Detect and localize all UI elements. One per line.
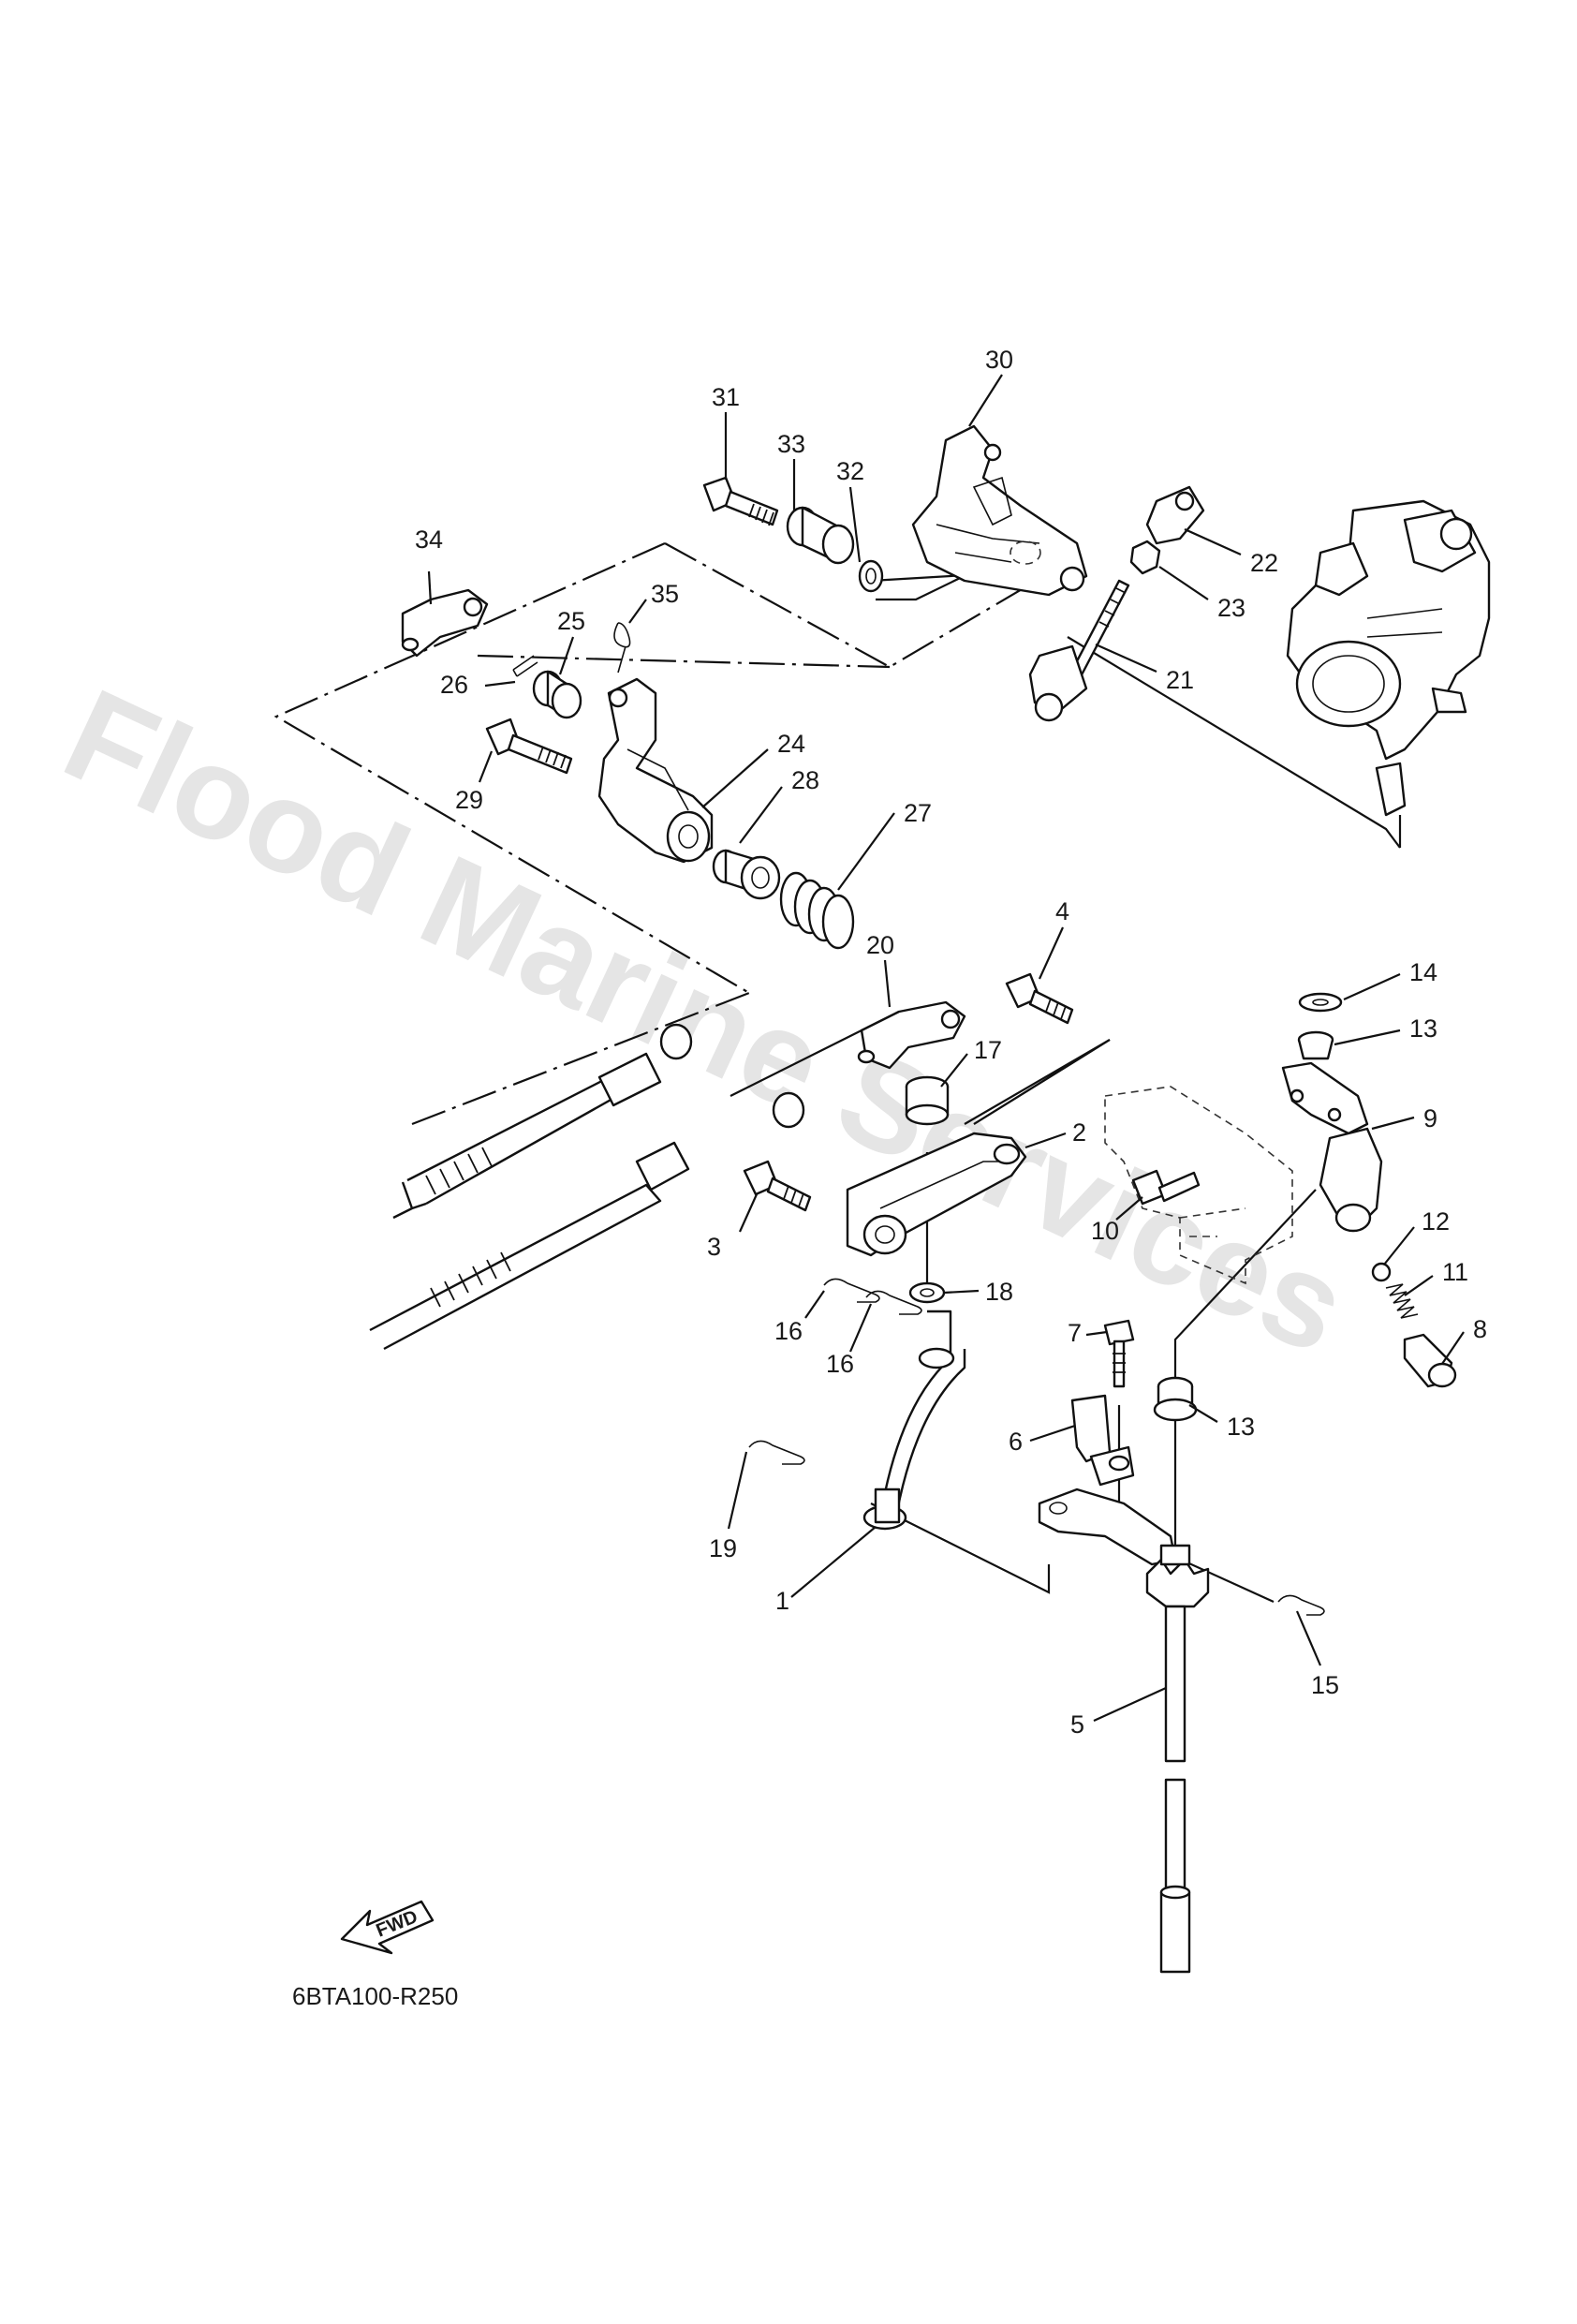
callout-35: 35: [651, 580, 679, 608]
cable-nuts: [659, 1023, 805, 1129]
part-6-switch: [1070, 1394, 1135, 1487]
part-26-pin: [512, 655, 538, 677]
callout-14: 14: [1409, 958, 1437, 986]
part-20-joint: [857, 1000, 966, 1070]
diagram-code: 6BTA100-R250: [292, 1982, 458, 2010]
part-11-spring: [1385, 1283, 1419, 1319]
part-16-clips: [823, 1278, 922, 1315]
callout-31: 31: [712, 383, 740, 411]
watermark: Flood Marine Services: [44, 660, 1367, 1382]
callout-26: 26: [440, 671, 468, 699]
callout-10: 10: [1091, 1217, 1119, 1245]
callout-12: 12: [1422, 1207, 1450, 1236]
callout-2: 2: [1072, 1118, 1086, 1147]
callout-23: 23: [1217, 594, 1245, 622]
callout-16-a: 16: [774, 1317, 803, 1345]
shift-lever-plate: [1038, 1488, 1210, 1608]
part-29-bolt: [485, 718, 573, 775]
callout-1: 1: [775, 1587, 789, 1615]
part-1-shift-arm: [862, 1310, 966, 1531]
part-28-bushing: [712, 849, 781, 900]
part-2-link: [846, 1132, 1027, 1257]
callout-11: 11: [1442, 1258, 1468, 1286]
callout-22: 22: [1250, 549, 1278, 577]
part-10-bolt: [1131, 1169, 1201, 1206]
part-7-screw: [1103, 1319, 1135, 1388]
part-22-joint: [1145, 485, 1205, 545]
callout-3: 3: [707, 1233, 721, 1261]
part-21-rod: [1028, 579, 1130, 722]
part-3-bolt: [743, 1160, 812, 1212]
part-24-lever: [597, 677, 714, 864]
callout-29: 29: [455, 786, 483, 814]
callout-28: 28: [791, 766, 819, 794]
throttle-cable: [392, 1052, 662, 1220]
callout-leaders: [427, 374, 1465, 1723]
callout-17: 17: [974, 1036, 1002, 1064]
throttle-body: [1286, 499, 1491, 817]
part-35-clip: [613, 622, 631, 674]
part-32-washer: [858, 559, 884, 593]
part-12-ball: [1371, 1262, 1392, 1282]
callout-8: 8: [1473, 1315, 1487, 1343]
part-13-bushing-upper: [1297, 1030, 1334, 1060]
callout-7: 7: [1068, 1319, 1082, 1347]
part-14-washer: [1298, 992, 1343, 1013]
part-4-bolt: [1005, 972, 1074, 1025]
part-33-spacer: [786, 506, 855, 565]
callout-20: 20: [866, 931, 894, 959]
callout-6: 6: [1009, 1428, 1023, 1456]
part-18-washer: [908, 1281, 946, 1304]
part-15-clip: [1277, 1594, 1325, 1616]
callout-24: 24: [777, 730, 805, 758]
part-31-bolt: [702, 476, 779, 526]
callout-30: 30: [985, 346, 1013, 374]
callout-4: 4: [1055, 897, 1069, 925]
callout-25: 25: [557, 607, 585, 635]
part-30-bracket: [911, 424, 1088, 597]
callout-32: 32: [836, 457, 864, 485]
callout-13-lower: 13: [1227, 1413, 1255, 1441]
callout-21: 21: [1166, 666, 1194, 694]
part-27-spring: [779, 871, 855, 950]
callout-27: 27: [904, 799, 932, 827]
callout-9: 9: [1423, 1104, 1437, 1132]
callout-33: 33: [777, 430, 805, 458]
fwd-arrow: FWD: [340, 1900, 435, 1955]
callout-5: 5: [1070, 1710, 1084, 1739]
part-9-lever: [1281, 1061, 1383, 1233]
part-25-collar: [532, 670, 582, 719]
part-19-clip: [748, 1440, 805, 1465]
part-34-joint: [401, 588, 489, 658]
callout-34: 34: [415, 525, 443, 554]
ghost-bracket: [1104, 1086, 1293, 1285]
part-13-bushing-lower: [1153, 1376, 1198, 1422]
part-17-bushing: [905, 1075, 950, 1126]
shift-cable: [369, 1141, 690, 1351]
callout-15: 15: [1311, 1671, 1339, 1699]
part-23-nut: [1129, 540, 1161, 575]
callout-labels: 30 31 33 32 34 35 25 26 22 23 21 24 29 2…: [415, 346, 1487, 1739]
callout-16-b: 16: [826, 1350, 854, 1378]
callout-18: 18: [985, 1278, 1013, 1306]
part-8-plunger: [1403, 1333, 1457, 1388]
callout-13-upper: 13: [1409, 1014, 1437, 1043]
callout-19: 19: [709, 1534, 737, 1562]
part-5-shift-rod: [1159, 1605, 1191, 1974]
